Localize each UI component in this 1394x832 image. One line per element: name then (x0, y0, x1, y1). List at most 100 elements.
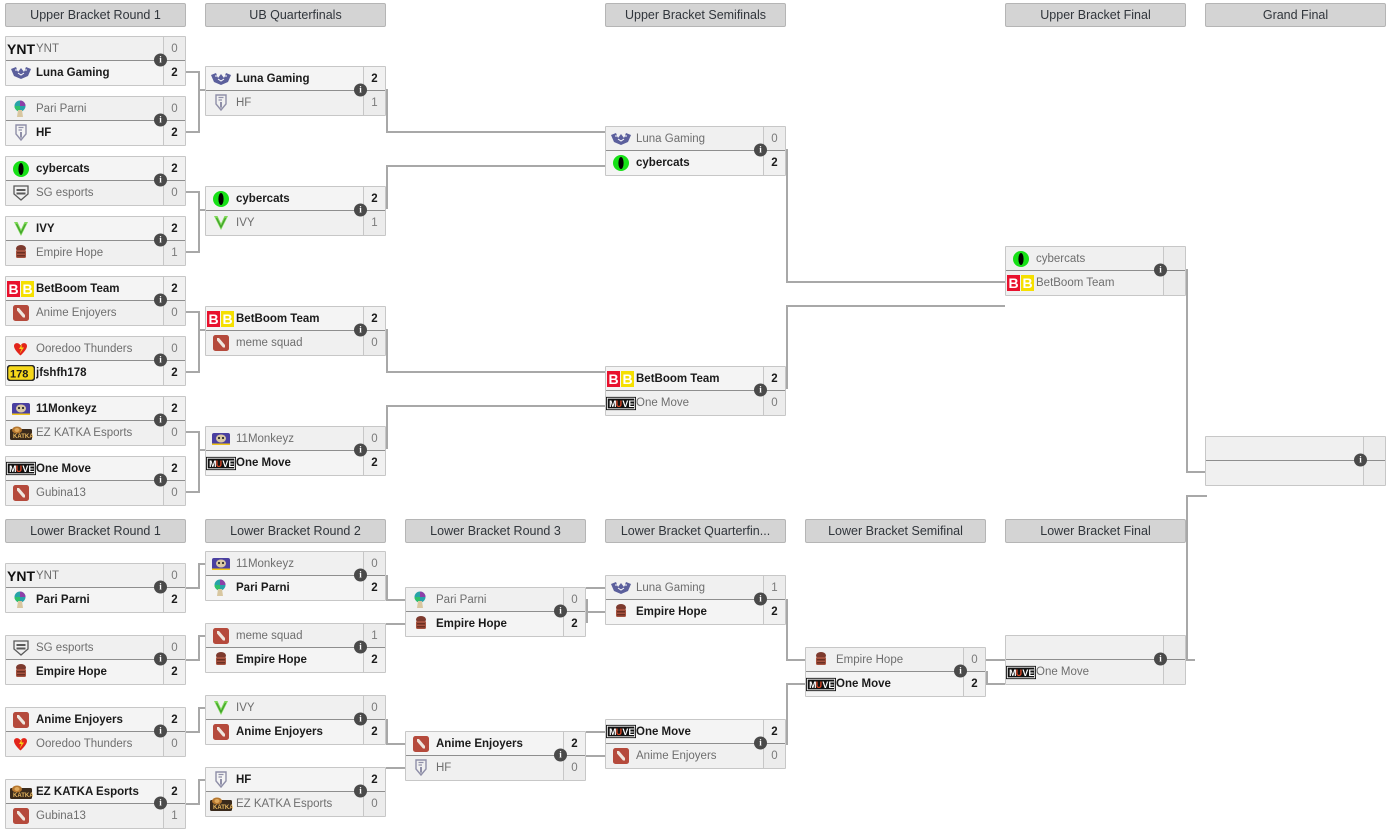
info-icon[interactable]: i (954, 664, 967, 678)
info-icon[interactable]: i (154, 353, 167, 367)
round-header-lbqf[interactable]: Lower Bracket Quarterfin... (605, 519, 786, 543)
info-icon[interactable]: i (154, 413, 167, 427)
info-icon[interactable]: i (354, 568, 367, 582)
round-header-lbr2[interactable]: Lower Bracket Round 2 (205, 519, 386, 543)
info-icon[interactable]: i (754, 736, 767, 750)
round-header-lbsf[interactable]: Lower Bracket Semifinal (805, 519, 986, 543)
match-row[interactable] (1206, 461, 1385, 485)
info-icon[interactable]: i (154, 473, 167, 487)
round-header-gf[interactable]: Grand Final (1205, 3, 1386, 27)
info-icon[interactable]: i (154, 293, 167, 307)
match-m16[interactable]: i (1205, 436, 1386, 486)
info-icon[interactable]: i (154, 652, 167, 666)
round-header-ubf[interactable]: Upper Bracket Final (1005, 3, 1186, 27)
info-icon[interactable]: i (154, 53, 167, 67)
info-icon[interactable]: i (354, 323, 367, 337)
info-icon[interactable]: i (354, 712, 367, 726)
info-icon[interactable]: i (754, 143, 767, 157)
info-icon[interactable]: i (154, 173, 167, 187)
info-icon[interactable]: i (554, 748, 567, 762)
info-icon[interactable]: i (1154, 652, 1167, 666)
info-icon[interactable]: i (354, 443, 367, 457)
info-icon[interactable]: i (154, 796, 167, 810)
info-icon[interactable]: i (354, 784, 367, 798)
info-icon[interactable]: i (1354, 453, 1367, 467)
info-icon[interactable]: i (754, 592, 767, 606)
info-icon[interactable]: i (354, 203, 367, 217)
round-header-lbr1[interactable]: Lower Bracket Round 1 (5, 519, 186, 543)
info-icon[interactable]: i (1154, 263, 1167, 277)
round-header-ubqf[interactable]: UB Quarterfinals (205, 3, 386, 27)
match-row[interactable]: i (1006, 636, 1185, 666)
